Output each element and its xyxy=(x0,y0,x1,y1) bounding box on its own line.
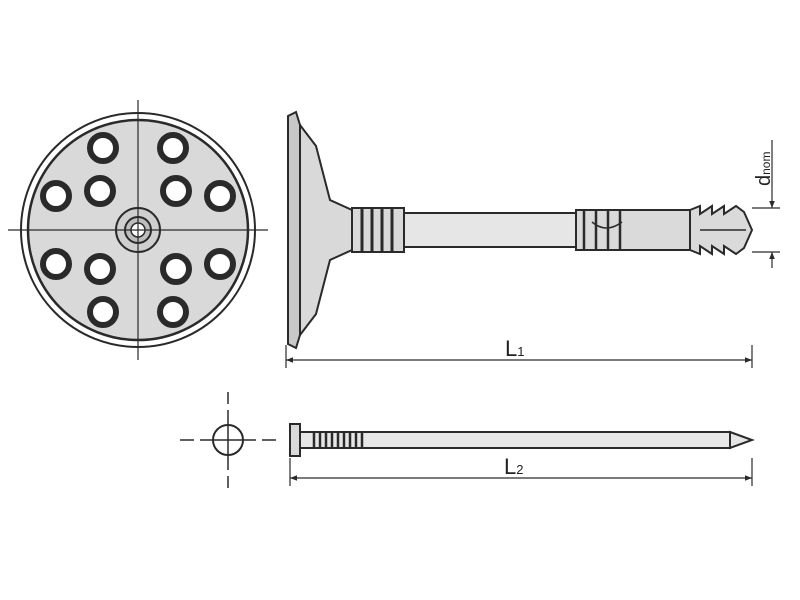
dnom-sub: nom xyxy=(759,152,773,175)
dnom-main: d xyxy=(753,175,775,186)
washer-front-view xyxy=(8,100,268,360)
l1-sub: 1 xyxy=(517,344,524,359)
l1-main: L xyxy=(505,336,517,361)
l1-label: L1 xyxy=(505,336,524,361)
l1-dimension xyxy=(285,345,753,368)
nail-side-view xyxy=(289,423,755,457)
washer-centerlines xyxy=(8,100,268,360)
nail-front-view xyxy=(180,392,276,488)
l2-sub: 2 xyxy=(516,462,523,477)
anchor-side-view xyxy=(287,110,754,350)
l2-main: L xyxy=(504,454,516,479)
dnom-dimension xyxy=(752,140,780,268)
l2-label: L2 xyxy=(504,454,523,479)
washer-holes xyxy=(40,132,236,328)
dnom-label: dnom xyxy=(753,152,775,186)
l2-dimension xyxy=(289,458,753,486)
